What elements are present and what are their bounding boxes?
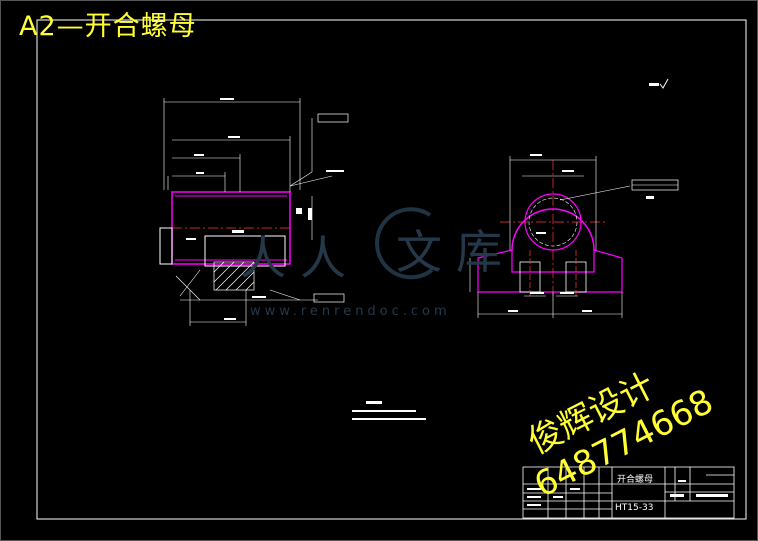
dimensions-side (469, 156, 631, 318)
material-code: HT15-33 (615, 503, 654, 513)
title-block (522, 466, 735, 519)
side-view (469, 154, 679, 318)
drawing-border (36, 19, 747, 520)
watermark-char-3: 文 (396, 225, 442, 279)
watermark-char-1: 人 (240, 231, 286, 285)
watermark-char-2: 人 (300, 231, 346, 285)
roughness-symbol (649, 78, 669, 89)
part-base-front (204, 235, 286, 267)
title-block-marks (527, 480, 728, 506)
dimensions-front (163, 98, 333, 326)
watermark-url: www.renrendoc.com (250, 304, 451, 319)
watermark-logo (375, 207, 434, 280)
dimension-marks-front (186, 98, 344, 320)
front-view (159, 98, 349, 326)
watermark-char-4: 库 (456, 225, 502, 279)
dimension-marks-side (484, 154, 654, 312)
technical-notes (352, 401, 426, 420)
hatch-section (213, 261, 255, 291)
part-name: 开合螺母 (617, 475, 654, 485)
drawing-title: A2—开合螺母 (19, 11, 197, 42)
